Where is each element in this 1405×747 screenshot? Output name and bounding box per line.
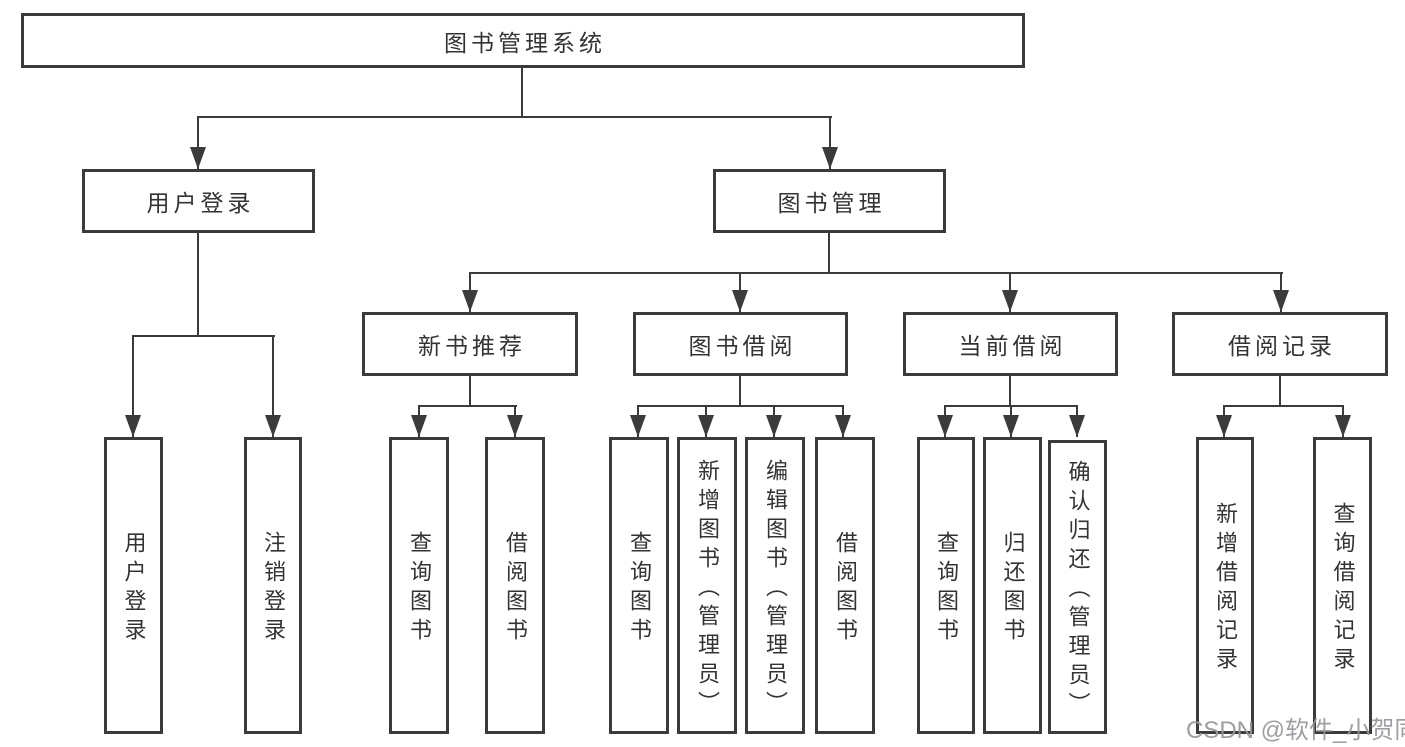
- node-leaf-return-book-label: 归还图书: [1000, 531, 1026, 647]
- node-leaf-logout-label: 注销登录: [261, 531, 286, 647]
- node-leaf-edit-book-label: 编辑图书（管理员）: [763, 458, 788, 720]
- arrow-to-leaf-user-login: [132, 335, 134, 437]
- node-leaf-query-book-1: 查询图书: [389, 437, 449, 734]
- node-leaf-confirm-return-label: 确认归还（管理员）: [1065, 460, 1091, 721]
- node-book-borrow-label: 图书借阅: [688, 333, 797, 359]
- watermark: CSDN @软件_小贺同学: [1186, 717, 1405, 744]
- arrow-to-leaf-logout: [272, 335, 274, 437]
- arrow-to-leaf-add-record: [1223, 405, 1225, 437]
- node-leaf-query-book-2-label: 查询图书: [627, 531, 652, 647]
- node-book-mgmt: 图书管理: [713, 169, 946, 233]
- connector-root-bar: [197, 116, 832, 118]
- node-leaf-query-book-3: 查询图书: [917, 437, 975, 734]
- arrow-to-new-book-rec: [469, 272, 471, 312]
- node-leaf-add-book: 新增图书（管理员）: [677, 437, 737, 734]
- node-leaf-query-book-2: 查询图书: [609, 437, 669, 734]
- node-borrow-record-label: 借阅记录: [1228, 333, 1336, 359]
- arrow-to-leaf-borrow-book-1: [514, 405, 516, 437]
- node-new-book-rec-label: 新书推荐: [418, 333, 526, 359]
- node-user-login: 用户登录: [82, 169, 315, 233]
- arrow-to-leaf-query-record: [1342, 405, 1344, 437]
- connector-userlogin-stem: [197, 233, 199, 337]
- arrow-to-current-borrow: [1009, 272, 1011, 312]
- node-leaf-confirm-return: 确认归还（管理员）: [1048, 440, 1107, 734]
- node-current-borrow: 当前借阅: [903, 312, 1118, 376]
- arrow-to-leaf-add-book: [705, 405, 707, 437]
- arrow-to-book-borrow: [739, 272, 741, 312]
- node-leaf-borrow-book-1-label: 借阅图书: [503, 531, 528, 647]
- arrow-to-leaf-confirm-return: [1076, 405, 1078, 437]
- connector-bookmgmt-stem: [828, 233, 830, 274]
- node-leaf-borrow-book-2: 借阅图书: [815, 437, 875, 734]
- node-leaf-return-book: 归还图书: [983, 437, 1042, 734]
- arrow-to-leaf-return-book: [1010, 405, 1012, 437]
- connector-newbookrec-bar: [418, 405, 517, 407]
- node-leaf-query-record-label: 查询借阅记录: [1330, 502, 1356, 676]
- connector-userlogin-bar: [132, 335, 275, 337]
- arrow-to-borrow-record: [1280, 272, 1282, 312]
- node-leaf-edit-book: 编辑图书（管理员）: [745, 437, 805, 734]
- node-book-borrow: 图书借阅: [633, 312, 848, 376]
- node-leaf-query-record: 查询借阅记录: [1313, 437, 1372, 734]
- node-user-login-label: 用户登录: [146, 190, 255, 216]
- connector-bookborrow-stem: [739, 376, 741, 407]
- connector-borrowrecord-bar: [1223, 405, 1344, 407]
- arrow-to-leaf-query-book-3: [944, 405, 946, 437]
- node-leaf-add-record-label: 新增借阅记录: [1213, 502, 1238, 676]
- connector-newbookrec-stem: [469, 376, 471, 407]
- arrow-to-book-mgmt: [829, 116, 831, 169]
- connector-currentborrow-stem: [1009, 376, 1011, 407]
- connector-root-stem: [521, 68, 523, 117]
- node-leaf-logout: 注销登录: [244, 437, 302, 734]
- node-leaf-query-book-1-label: 查询图书: [407, 531, 432, 647]
- node-leaf-add-record: 新增借阅记录: [1196, 437, 1254, 734]
- node-leaf-add-book-label: 新增图书（管理员）: [695, 458, 720, 720]
- arrow-to-leaf-borrow-book-2: [842, 405, 844, 437]
- node-leaf-user-login-label: 用户登录: [121, 531, 147, 647]
- arrow-to-leaf-edit-book: [773, 405, 775, 437]
- connector-bookborrow-bar: [637, 405, 844, 407]
- node-borrow-record: 借阅记录: [1172, 312, 1388, 376]
- connector-borrowrecord-stem: [1279, 376, 1281, 407]
- node-leaf-borrow-book-2-label: 借阅图书: [833, 531, 858, 647]
- node-current-borrow-label: 当前借阅: [958, 333, 1067, 359]
- node-leaf-borrow-book-1: 借阅图书: [485, 437, 545, 734]
- node-leaf-query-book-3-label: 查询图书: [934, 531, 959, 647]
- node-leaf-user-login: 用户登录: [104, 437, 163, 734]
- arrow-to-leaf-query-book-1: [418, 405, 420, 437]
- arrow-to-user-login: [197, 116, 199, 169]
- node-book-mgmt-label: 图书管理: [777, 190, 886, 216]
- node-root-label: 图书管理系统: [444, 29, 606, 56]
- arrow-to-leaf-query-book-2: [637, 405, 639, 437]
- node-new-book-rec: 新书推荐: [362, 312, 578, 376]
- node-root: 图书管理系统: [21, 13, 1025, 68]
- connector-bookmgmt-bar: [469, 272, 1283, 274]
